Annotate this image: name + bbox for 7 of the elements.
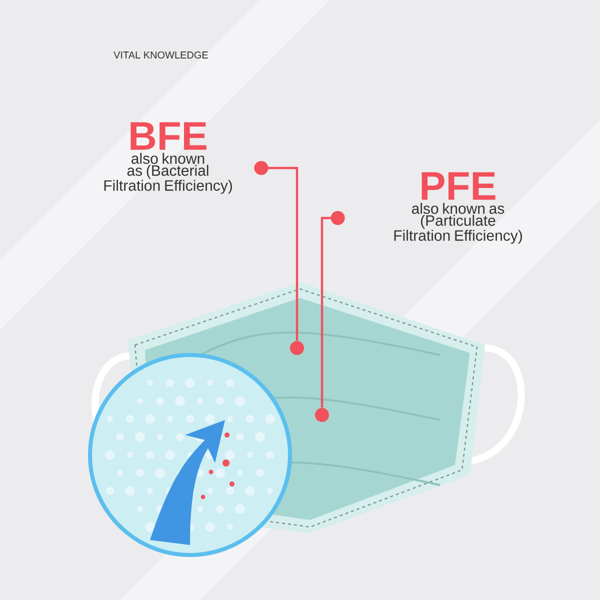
point-marker (290, 341, 304, 355)
heading: VITAL KNOWLEDGE (114, 51, 208, 59)
leader-line (254, 161, 298, 341)
leader-line (320, 211, 345, 408)
term-label: BFE also known as (Bacterial Filtration Efficiency) (104, 122, 232, 194)
point-marker (315, 408, 329, 422)
term-label: PFE also known as (Particulate Filtration Efficiency) (394, 172, 522, 244)
